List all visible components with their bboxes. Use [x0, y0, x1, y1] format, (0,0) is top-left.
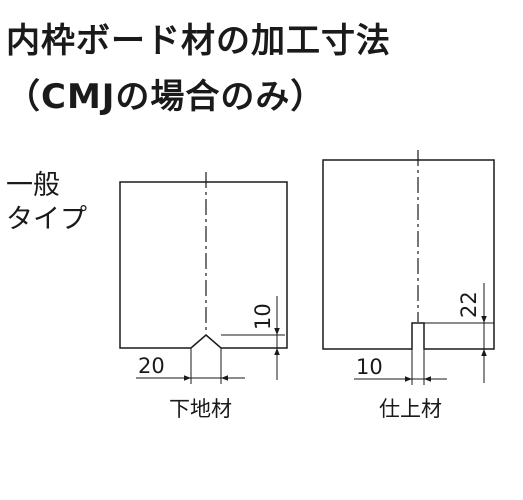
right-width-dim-label: 10: [356, 355, 383, 379]
left-caption: 下地材: [169, 397, 232, 421]
page-title: 内枠ボード材の加工寸法: [6, 21, 391, 61]
type-label-line1: 一般: [6, 170, 60, 201]
left-board-outline: [119, 181, 288, 349]
left-height-dim-label: 10: [251, 303, 275, 330]
page-subtitle: （CMJの場合のみ）: [6, 77, 326, 117]
right-caption: 仕上材: [379, 397, 442, 421]
right-board-outline: [322, 159, 495, 350]
left-panel: 20 10 下地材: [119, 172, 288, 421]
type-label-line2: タイプ: [6, 204, 87, 235]
left-width-dim-label: 20: [138, 354, 165, 378]
right-height-dim-label: 22: [457, 291, 481, 318]
right-panel: 10 22 仕上材: [322, 150, 495, 421]
